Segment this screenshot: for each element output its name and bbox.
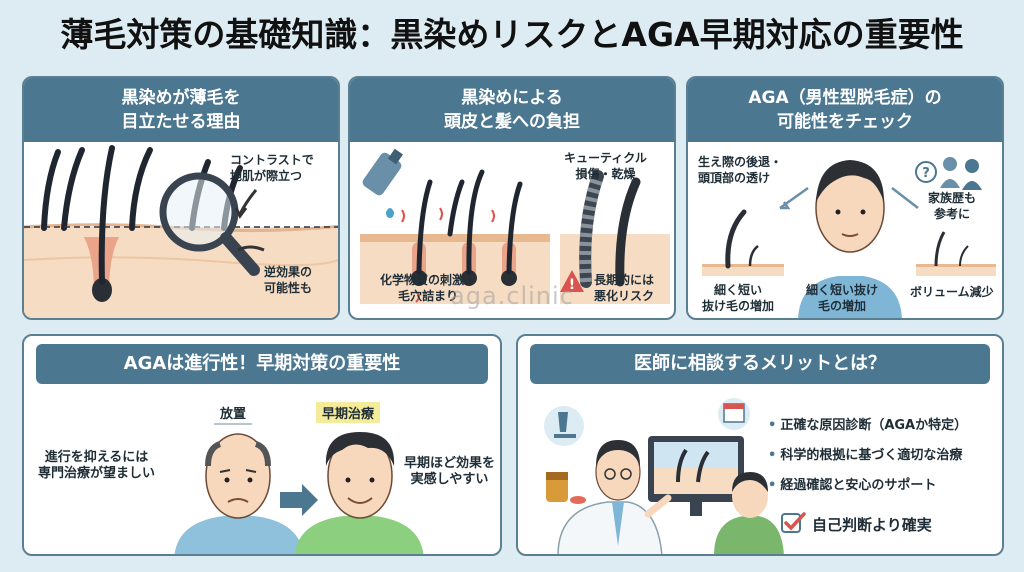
label-line: 早期ほど効果を	[404, 456, 496, 471]
scalp-magnifier-illustration	[24, 145, 338, 318]
label-chemical: 化学物質の刺激・ 毛穴詰まり	[380, 272, 476, 304]
label-line: 地肌が際立つ	[230, 169, 303, 183]
panel-doctor-consultation: 医師に相談するメリットとは？ •正確な原因診断（AGAか特定） •科学的根拠に基…	[516, 334, 1004, 556]
label-line: 抜け毛の増加	[702, 299, 775, 313]
bullet-text: 経過確認と安心のサポート	[780, 478, 937, 493]
scalp-chemical-illustration: !	[360, 148, 670, 304]
bullet-item: •正確な原因診断（AGAか特定）	[768, 414, 967, 433]
label-line: 実感しやすい	[410, 472, 489, 487]
label-cuticle: キューティクル 損傷・乾燥	[564, 150, 647, 182]
label-suppress-progression: 進行を抑えるには 専門治療が望ましい	[38, 450, 155, 482]
heading-line: 黒染めによる	[461, 88, 563, 108]
doctor-consultation-illustration	[544, 398, 784, 554]
label-longterm-risk: 長期的には 悪化リスク	[594, 272, 654, 304]
label-hairline: 生え際の後退・ 頭頂部の透け	[698, 154, 782, 186]
panel-heading: AGA（男性型脱毛症）の 可能性をチェック	[688, 78, 1002, 142]
bullet-item: •科学的根拠に基づく適切な治療	[768, 444, 962, 463]
label-line: 化学物質の刺激・	[380, 273, 477, 287]
panel-heading: 黒染めによる 頭皮と髪への負担	[350, 78, 674, 142]
heading-line: AGA（男性型脱毛症）の	[748, 88, 942, 108]
panel-dye-burden: 黒染めによる 頭皮と髪への負担 ! キューティクル 損傷・乾燥 化学物質の刺激・…	[348, 76, 676, 320]
label-line: キューティクル	[564, 151, 647, 165]
tag-early-treatment: 早期治療	[316, 402, 381, 423]
panel-aga-check: AGA（男性型脱毛症）の 可能性をチェック ? 生え際の後退・ 頭頂部の透け 家…	[686, 76, 1004, 320]
label-reverse-effect: 逆効果の 可能性も	[264, 264, 312, 296]
heading-line: 可能性をチェック	[777, 112, 913, 132]
label-line: 専門治療が望ましい	[38, 466, 156, 481]
label-line: 細く短い	[714, 283, 763, 297]
label-line: 細く短い抜け	[806, 283, 879, 297]
label-contrast: コントラストで 地肌が際立つ	[230, 152, 314, 184]
label-line: 頭頂部の透け	[698, 171, 771, 185]
label-short-hair: 細く短い 抜け毛の増加	[702, 282, 774, 314]
label-line: 家族歴も	[928, 191, 977, 205]
heading-line: 黒染めが薄毛を	[121, 88, 241, 108]
heading-line: 頭皮と髪への負担	[444, 112, 580, 132]
label-line: 可能性も	[264, 281, 313, 295]
label-line: 悪化リスク	[594, 289, 655, 303]
heading-line: 目立たせる理由	[121, 112, 241, 132]
label-line: 損傷・乾燥	[575, 167, 636, 181]
progression-comparison-illustration	[174, 432, 424, 554]
label-line: 長期的には	[594, 273, 655, 287]
label-line: コントラストで	[230, 153, 314, 167]
label-volume-loss: ボリューム減少	[910, 285, 994, 299]
label-line: 毛の増加	[818, 299, 867, 313]
bullet-text: 正確な原因診断（AGAか特定）	[780, 418, 968, 433]
bullet-dot: •	[768, 418, 777, 433]
svg-text:!: !	[569, 277, 575, 293]
label-line: 進行を抑えるには	[44, 450, 149, 465]
label-line: 生え際の後退・	[698, 155, 783, 169]
panel-early-treatment: AGAは進行性！早期対策の重要性 放置 早期治療 進行を抑えるには 専門治療が望…	[22, 334, 502, 556]
bullet-dot: •	[768, 478, 777, 493]
label-thin-hair: 細く短い抜け 毛の増加	[806, 282, 878, 314]
label-line: 逆効果の	[264, 265, 313, 279]
tag-neglect: 放置	[214, 402, 253, 425]
panel-heading: AGAは進行性！早期対策の重要性	[36, 344, 488, 384]
aga-check-illustration: ?	[702, 157, 996, 318]
bullet-text: 科学的根拠に基づく適切な治療	[780, 448, 963, 463]
label-line: 参考に	[934, 207, 971, 221]
checkmark-icon	[781, 512, 806, 533]
conclusion-text: 自己判断より確実	[812, 516, 932, 534]
bullet-item: •経過確認と安心のサポート	[768, 474, 936, 493]
label-line: 毛穴詰まり	[398, 289, 459, 303]
page-title: 薄毛対策の基礎知識：黒染めリスクとAGA早期対応の重要性	[60, 15, 964, 54]
panel-black-dye-reason: 黒染めが薄毛を 目立たせる理由 コントラストで 地肌が際立つ 逆効果の 可能性も	[22, 76, 340, 320]
label-early-effect: 早期ほど効果を 実感しやすい	[404, 456, 495, 488]
watermark: aga.clinic	[450, 282, 574, 310]
svg-text:?: ?	[922, 166, 930, 181]
label-family-history: 家族歴も 参考に	[928, 190, 976, 222]
panel-heading: 医師に相談するメリットとは？	[530, 344, 990, 384]
bullet-dot: •	[768, 448, 777, 463]
panel-heading: 黒染めが薄毛を 目立たせる理由	[24, 78, 338, 142]
